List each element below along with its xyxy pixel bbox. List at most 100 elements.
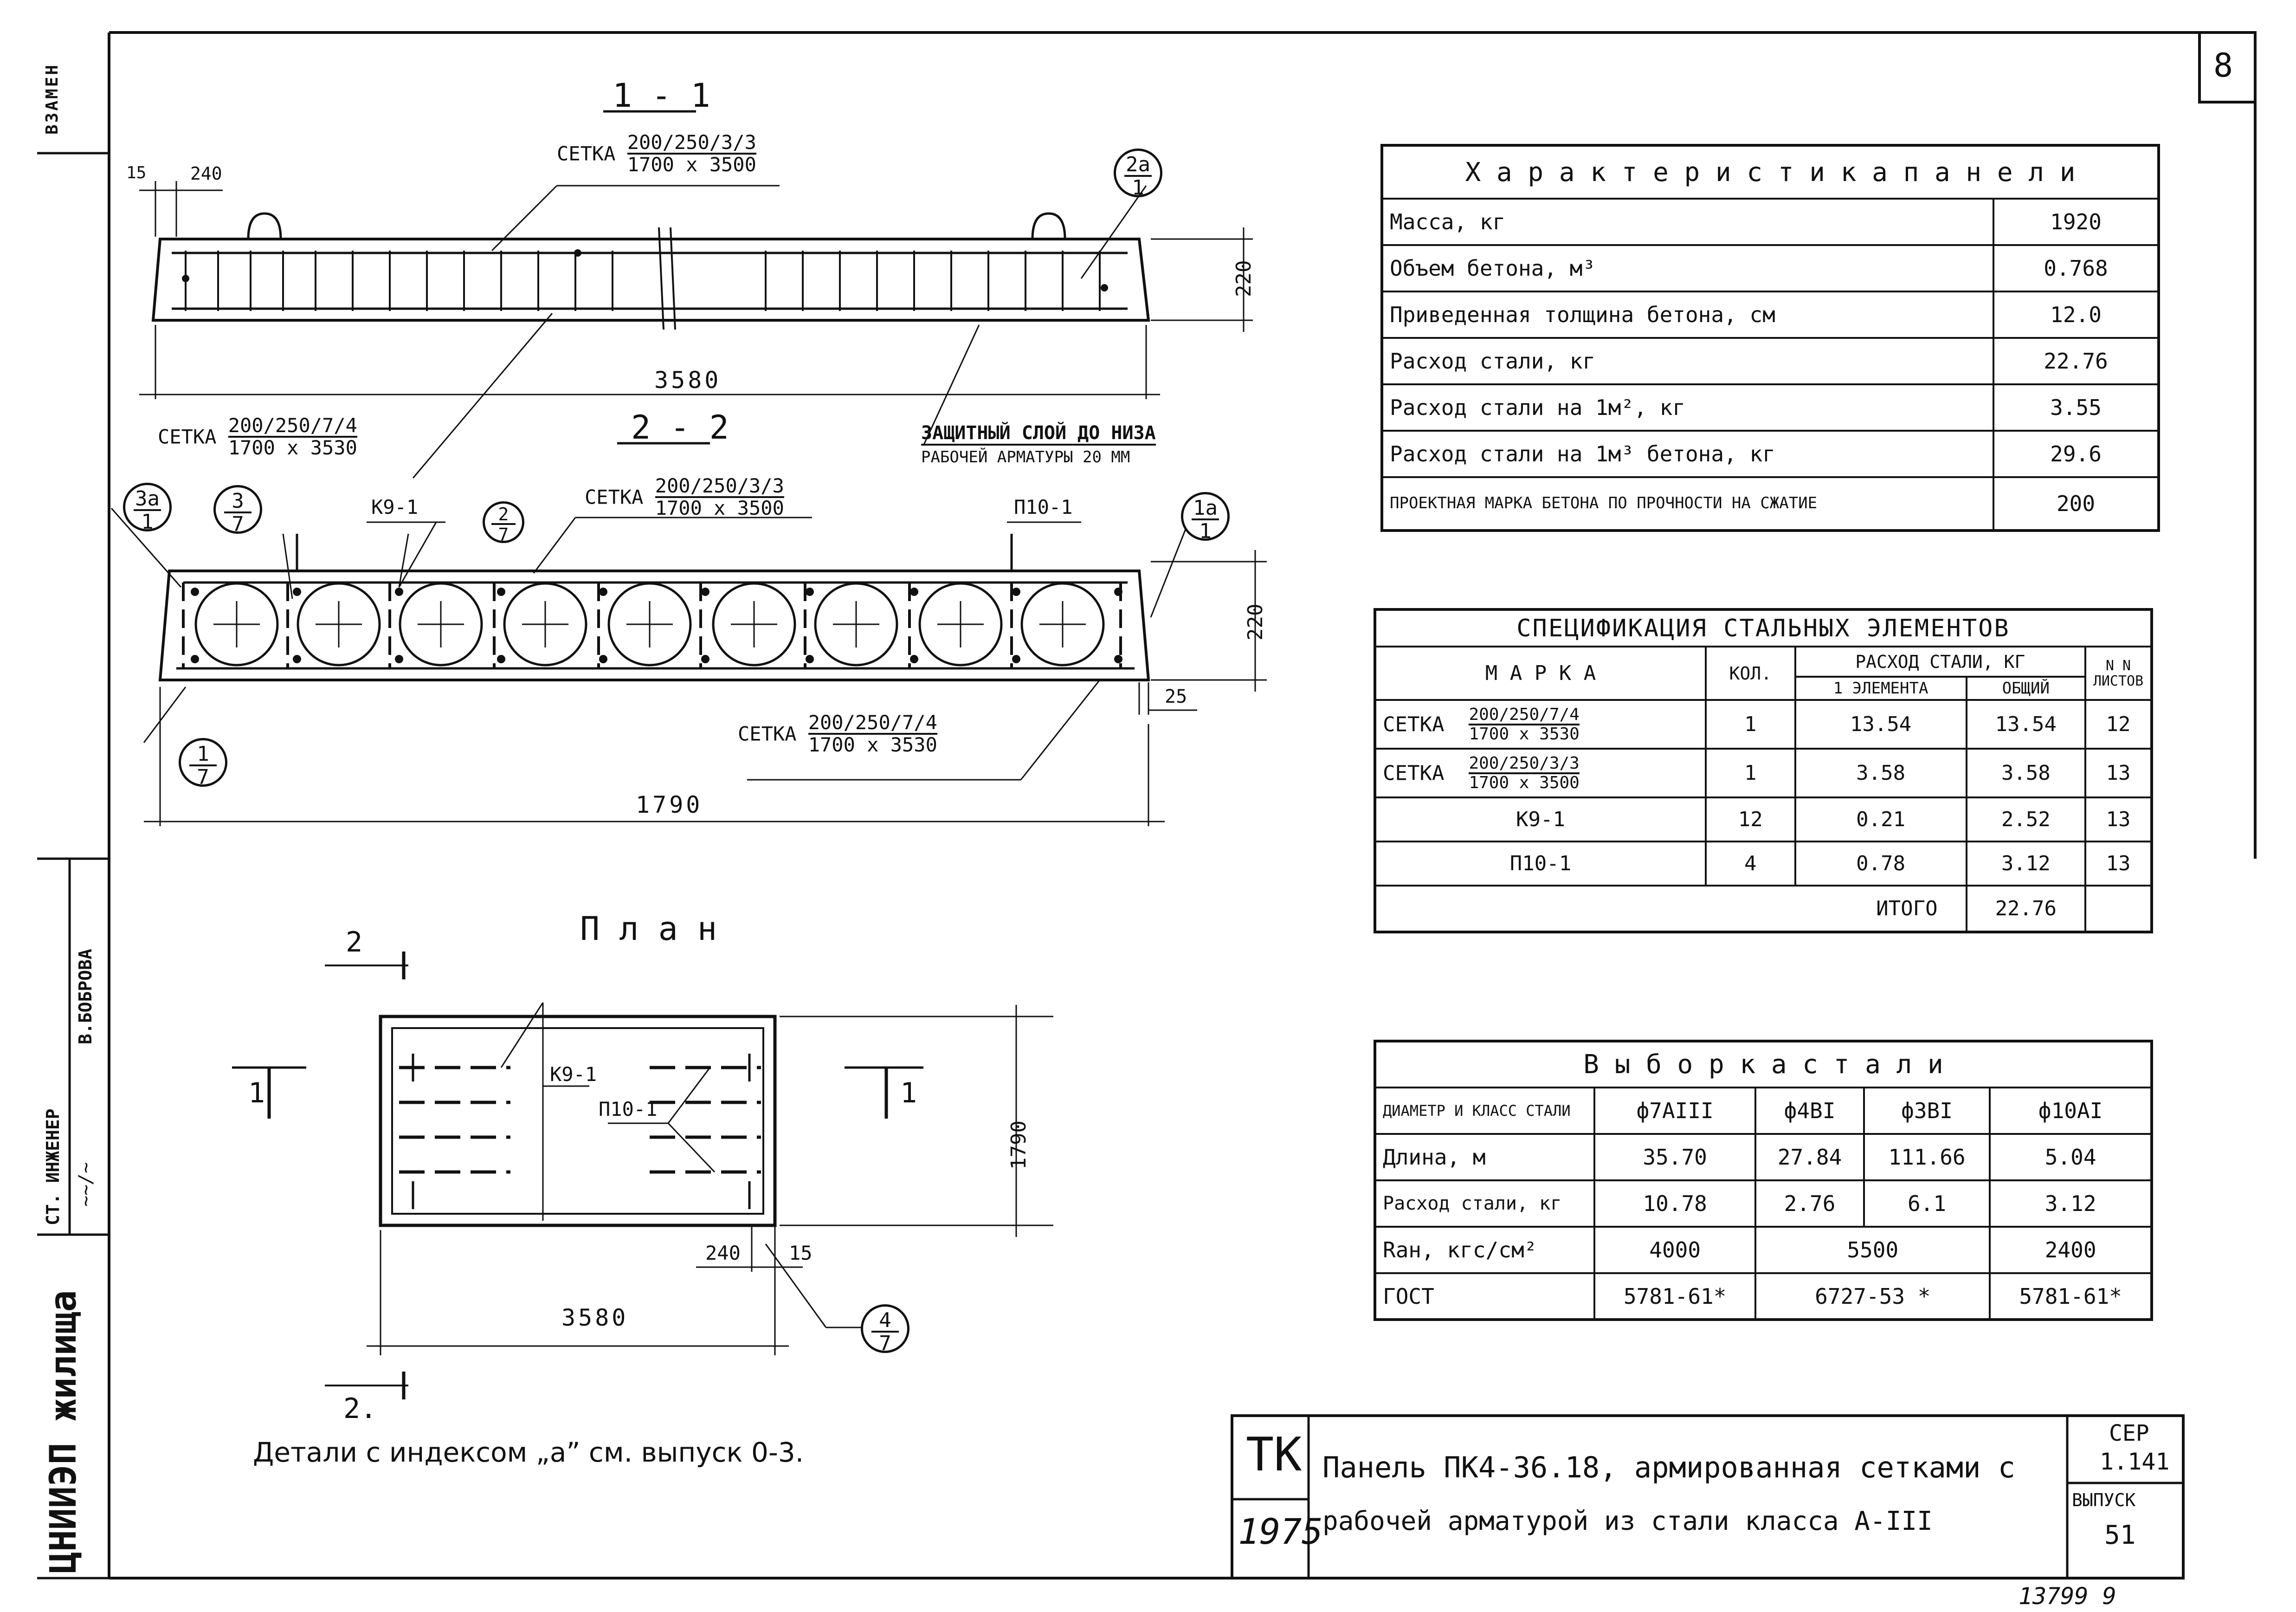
titleblock-tk: ТК	[1246, 1427, 1302, 1482]
steel-col: ф7АIII	[1593, 1087, 1757, 1135]
char-value: 1920	[1993, 198, 2160, 246]
titleblock-line1: Панель ПК4-36.18, армированная сетками с	[1322, 1450, 2016, 1484]
titleblock-series-label: СЕР	[2109, 1420, 2149, 1446]
mesh-label: СЕТКА	[738, 722, 797, 745]
steel-length: 35.70	[1593, 1133, 1757, 1181]
steel-cons: 3.12	[1989, 1179, 2153, 1228]
plan-label-p10-1: П10-1	[599, 1098, 658, 1120]
steel-cons: 6.1	[1863, 1179, 1991, 1228]
steel-length: 5.04	[1989, 1133, 2153, 1181]
plan-title: П л а н	[580, 910, 717, 948]
spec-total-label: ИТОГО	[1374, 885, 1967, 933]
side-signature: ~~/~	[75, 1162, 97, 1207]
steel-cons: 10.78	[1593, 1179, 1757, 1228]
steel-gost: 5781-61*	[1989, 1272, 2153, 1321]
mesh-den: 1700 x 3500	[655, 497, 784, 520]
specification-table: СПЕЦИФИКАЦИЯ СТАЛЬНЫХ ЭЛЕМЕНТОВ М А Р К …	[1374, 608, 2153, 933]
spec-qty: 1	[1705, 699, 1796, 750]
spec-sheet: 13	[2084, 841, 2153, 887]
steel-title: В ы б о р к а с т а л и	[1374, 1040, 2153, 1088]
spec-total-empty	[2084, 885, 2153, 933]
mesh-num: 200/250/3/3	[655, 475, 784, 498]
plan-cut-2-top: 2	[346, 926, 363, 958]
spec-one: 3.58	[1794, 748, 1967, 798]
char-value: 12.0	[1993, 291, 2160, 339]
spec-mark: К9-1	[1374, 796, 1707, 842]
spec-sheet: 13	[2084, 796, 2153, 842]
plan-cut-2-bottom: 2.	[343, 1392, 377, 1425]
label-k9-1: К9-1	[371, 496, 419, 518]
spec-h-sheets: N N ЛИСТОВ	[2084, 646, 2153, 701]
steel-ra: 4000	[1593, 1226, 1757, 1274]
dim-220: 220	[1232, 260, 1256, 297]
mesh-label: СЕТКА	[585, 486, 644, 509]
spec-one: 0.78	[1794, 841, 1967, 887]
char-label: Объем бетона, м³	[1380, 244, 1995, 292]
spec-sheet: 13	[2084, 748, 2153, 798]
steel-col: ф10АI	[1989, 1087, 2153, 1135]
steel-gost-label: ГОСТ	[1374, 1272, 1595, 1321]
mesh-num: 200/250/3/3	[627, 132, 756, 155]
spec-h-one: 1 ЭЛЕМЕНТА	[1794, 676, 1967, 701]
steel-length: 111.66	[1863, 1133, 1991, 1181]
characteristics-title: Х а р а к т е р и с т и к а п а н е л и	[1381, 144, 2160, 200]
mesh-den: 1700 x 3530	[228, 436, 357, 460]
steel-ra: 5500	[1754, 1226, 1991, 1274]
dim-3580: 3580	[654, 367, 722, 394]
steel-gost: 6727-53 *	[1754, 1272, 1991, 1321]
details-note: Детали с индексом „а” см. выпуск 0-3.	[253, 1437, 804, 1468]
spec-total: 3.12	[1965, 841, 2087, 887]
plan-dim-240: 240	[705, 1242, 741, 1264]
archive-stamp: 13799 9	[2019, 1583, 2116, 1610]
char-value: 22.76	[1993, 337, 2160, 385]
spec-qty: 12	[1705, 796, 1796, 842]
char-value: 3.55	[1993, 383, 2160, 432]
label-p10-1: П10-1	[1014, 496, 1073, 518]
spec-title: СПЕЦИФИКАЦИЯ СТАЛЬНЫХ ЭЛЕМЕНТОВ	[1374, 609, 2153, 647]
char-value: 0.768	[1993, 244, 2160, 292]
dim-15: 15	[126, 163, 147, 182]
spec-total: 13.54	[1965, 699, 2087, 750]
mesh-num: 200/250/7/4	[228, 415, 357, 438]
titleblock-line2: рабочей арматурой из стали класса А-III	[1322, 1506, 1933, 1536]
mesh-label: СЕТКА	[158, 425, 217, 448]
protective-layer-line2: РАБОЧЕЙ АРМАТУРЫ 20 ММ	[921, 448, 1130, 466]
spec-sheet: 12	[2084, 699, 2153, 750]
steel-length: 27.84	[1754, 1133, 1865, 1181]
char-label: Приведенная толщина бетона, см	[1380, 291, 1995, 339]
protective-layer-line1: ЗАЩИТНЫЙ СЛОЙ ДО НИЗА	[921, 422, 1156, 446]
section-1-1-title: 1 - 1	[613, 77, 710, 115]
side-replace-label: ВЗАМЕН	[43, 63, 62, 135]
steel-ra: 2400	[1989, 1226, 2153, 1274]
plan-cut-1-right: 1	[900, 1077, 917, 1109]
side-role: СТ. ИНЖЕНЕР	[43, 1108, 63, 1225]
spec-total-value: 22.76	[1965, 885, 2087, 933]
titleblock-series: 1.141	[2100, 1448, 2170, 1475]
spec-one: 0.21	[1794, 796, 1967, 842]
char-label: Расход стали на 1м³ бетона, кг	[1380, 430, 1995, 478]
titleblock-issue: 51	[2104, 1520, 2136, 1550]
spec-h-qty: КОЛ.	[1705, 646, 1796, 701]
mesh-label: СЕТКА	[557, 142, 616, 165]
side-org: ЦНИИЭП жилища	[43, 1290, 84, 1573]
plan-cut-1-left: 1	[248, 1077, 265, 1109]
steel-table: В ы б о р к а с т а л и ДИАМЕТР И КЛАСС …	[1374, 1040, 2153, 1321]
steel-cons-label: Расход стали, кг	[1374, 1179, 1595, 1228]
steel-cons: 2.76	[1754, 1179, 1865, 1228]
spec-h-mark: М А Р К А	[1374, 646, 1707, 701]
char-value: 200	[1993, 476, 2160, 531]
spec-h-consumption: РАСХОД СТАЛИ, КГ	[1794, 646, 2087, 678]
mesh-den: 1700 x 3530	[808, 733, 937, 757]
spec-mark: П10-1	[1374, 841, 1707, 887]
steel-length-label: Длина, м	[1374, 1133, 1595, 1181]
